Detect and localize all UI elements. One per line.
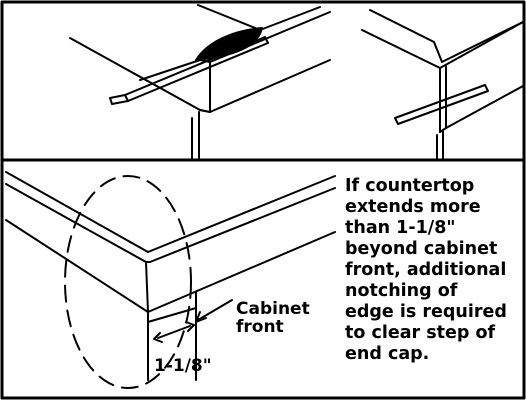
dimension-label: 1-1/8" bbox=[154, 356, 212, 376]
note-line: beyond cabinet bbox=[345, 239, 498, 259]
adhesive-bead bbox=[195, 27, 263, 61]
cabinet-front-label-line: front bbox=[236, 317, 284, 337]
note-line: than 1-1/8" bbox=[345, 218, 456, 238]
note-line: end cap. bbox=[345, 344, 430, 364]
top-left-countertop-view bbox=[69, 4, 331, 159]
cabinet-front-label: Cabinet front bbox=[236, 300, 310, 336]
panel-frame bbox=[0, 0, 526, 162]
note-line: front, additional bbox=[345, 260, 507, 280]
note-line: notching of bbox=[345, 281, 458, 301]
note-line: extends more bbox=[345, 197, 481, 217]
detail-callout-ellipse bbox=[64, 175, 192, 389]
note-line: If countertop bbox=[345, 176, 475, 196]
top-right-notch-view bbox=[361, 9, 524, 159]
note-line: to clear step of bbox=[345, 323, 496, 343]
note-line: edge is required bbox=[345, 302, 507, 322]
cabinet-front-label-line: Cabinet bbox=[236, 299, 310, 319]
instruction-note: If countertop extends more than 1-1/8" b… bbox=[345, 176, 523, 365]
